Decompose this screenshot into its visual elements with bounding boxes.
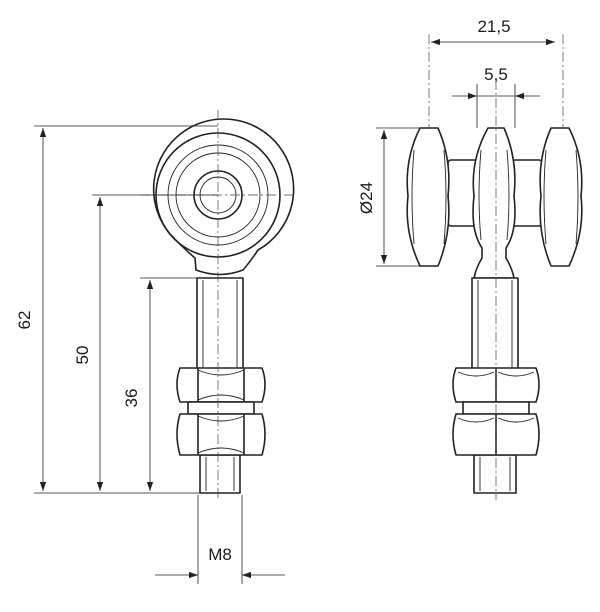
dimension-hub-width: 5,5	[452, 65, 540, 128]
label-d24: Ø24	[357, 182, 376, 214]
nut-lower	[176, 413, 266, 456]
threaded-shank	[196, 277, 244, 494]
dimension-wheel-diameter: Ø24	[357, 127, 420, 267]
label-m8: M8	[208, 545, 232, 564]
front-view	[406, 34, 583, 500]
dimension-thread: M8	[155, 495, 285, 584]
dimension-total-height: 62	[15, 125, 218, 494]
label-21-5: 21,5	[477, 17, 510, 36]
dimension-eye-height: 50	[73, 194, 218, 491]
nut-upper	[176, 367, 266, 403]
dimension-overall-width: 21,5	[431, 17, 555, 46]
label-36: 36	[122, 389, 141, 408]
wheel-left	[406, 127, 450, 267]
label-62: 62	[15, 311, 34, 330]
wheel-right	[539, 127, 583, 267]
side-view	[140, 110, 296, 500]
label-50: 50	[73, 346, 92, 365]
dimension-shank-height: 36	[122, 277, 197, 491]
eye-ring	[152, 118, 295, 276]
label-5-5: 5,5	[484, 65, 508, 84]
